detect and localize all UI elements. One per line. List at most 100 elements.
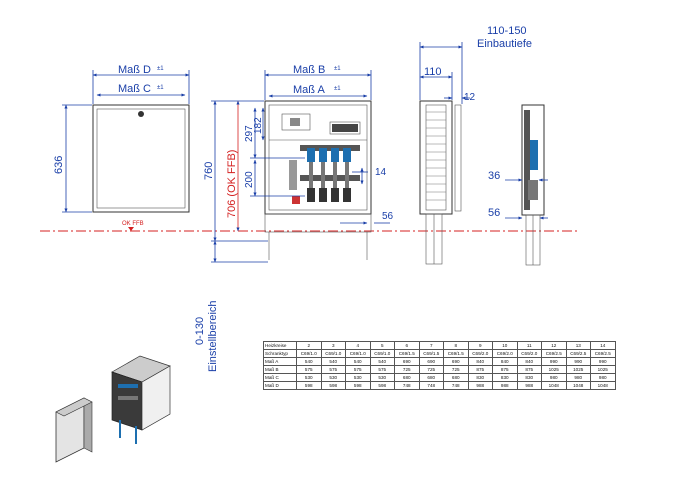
table-cell: 1048 <box>590 381 616 390</box>
ffb-height-label: 706 (OK FFB) <box>226 150 238 218</box>
section-dim-56-label: 56 <box>488 207 500 219</box>
table-cell: 530 <box>296 373 322 382</box>
table-cell: 598 <box>296 381 322 390</box>
dimension-table: Heizkreise 2 3 4 5 6 7 8 9 10 11 12 13 1… <box>263 341 616 390</box>
header-cell: 9 <box>467 341 493 350</box>
total-height-label: 760 <box>203 162 215 180</box>
table-cell: 1025 <box>590 365 616 374</box>
table-cell: C69/1.0 <box>345 349 371 358</box>
table-cell: 598 <box>369 381 395 390</box>
table-cell: C69/1.0 <box>369 349 395 358</box>
table-cell: 690 <box>394 357 420 366</box>
header-cell: 13 <box>565 341 591 350</box>
table-cell: C69/1.0 <box>320 349 346 358</box>
side-view <box>419 42 470 265</box>
table-cell: 575 <box>345 365 371 374</box>
table-cell: 875 <box>467 365 493 374</box>
table-cell: Maß C <box>263 373 297 382</box>
open-view <box>211 70 390 263</box>
table-cell: 690 <box>418 357 444 366</box>
dim-d-label: Maß D <box>118 64 151 76</box>
header-cell: 10 <box>492 341 518 350</box>
table-cell: C69/2.5 <box>541 349 567 358</box>
table-cell: 575 <box>320 365 346 374</box>
table-cell: C69/2.0 <box>467 349 493 358</box>
table-cell: C69/2.0 <box>516 349 542 358</box>
header-cell: 14 <box>590 341 616 350</box>
dim-d-tol: ±1 <box>157 66 164 72</box>
table-cell: 840 <box>516 357 542 366</box>
table-cell: 530 <box>320 373 346 382</box>
header-cell: 8 <box>443 341 469 350</box>
header-cell: 5 <box>369 341 395 350</box>
table-cell: C69/1.5 <box>418 349 444 358</box>
table-cell: 575 <box>369 365 395 374</box>
dim-110-label: 110 <box>424 66 442 78</box>
header-cell: 11 <box>516 341 542 350</box>
table-cell: 748 <box>394 381 420 390</box>
section-view <box>505 104 548 266</box>
table-cell: 980 <box>565 373 591 382</box>
adjust-range-word: Einstellbereich <box>207 300 219 372</box>
dim-12-label: 12 <box>464 92 476 103</box>
table-cell: C69/2.5 <box>590 349 616 358</box>
table-cell: 1048 <box>565 381 591 390</box>
header-cell: 3 <box>320 341 346 350</box>
dim-a-label: Maß A <box>293 84 325 96</box>
table-cell: 725 <box>418 365 444 374</box>
adjust-range-label: 0-130 <box>194 317 206 345</box>
table-cell: 830 <box>516 373 542 382</box>
table-cell: 988 <box>492 381 518 390</box>
table-cell: 1025 <box>565 365 591 374</box>
table-cell: 988 <box>467 381 493 390</box>
table-cell: C69/2.0 <box>492 349 518 358</box>
table-cell: Maß D <box>263 381 297 390</box>
table-cell: 990 <box>565 357 591 366</box>
table-cell: 875 <box>516 365 542 374</box>
table-cell: 980 <box>590 373 616 382</box>
depth-word-label: Einbautiefe <box>477 38 532 50</box>
dim-a-tol: ±1 <box>334 86 341 92</box>
table-cell: 748 <box>418 381 444 390</box>
dim-182-label: 182 <box>253 117 264 134</box>
section-dim-36-label: 36 <box>488 170 500 182</box>
dim-b-label: Maß B <box>293 64 325 76</box>
dim-56-label: 56 <box>382 211 394 222</box>
header-cell: 12 <box>541 341 567 350</box>
dim-c-tol: ±1 <box>157 85 164 91</box>
floor-marker-arrow <box>128 227 134 231</box>
table-cell: 680 <box>394 373 420 382</box>
dim-297-label: 297 <box>244 125 255 142</box>
table-cell: 1048 <box>541 381 567 390</box>
table-cell: 725 <box>394 365 420 374</box>
table-cell: C69/2.5 <box>565 349 591 358</box>
table-cell: 725 <box>443 365 469 374</box>
header-cell: 7 <box>418 341 444 350</box>
table-cell: 830 <box>467 373 493 382</box>
floor-marker-label: OK FFB <box>122 221 144 227</box>
table-cell: 980 <box>541 373 567 382</box>
header-cell: Heizkreise <box>263 341 297 350</box>
table-cell: 575 <box>296 365 322 374</box>
table-cell: 840 <box>467 357 493 366</box>
table-cell: 540 <box>369 357 395 366</box>
table-cell: C69/1.0 <box>296 349 322 358</box>
table-cell: 530 <box>369 373 395 382</box>
table-cell: 598 <box>345 381 371 390</box>
header-cell: 6 <box>394 341 420 350</box>
dim-b-tol: ±1 <box>334 66 341 72</box>
table-cell: 540 <box>345 357 371 366</box>
table-cell: 680 <box>443 373 469 382</box>
dim-c-label: Maß C <box>118 83 151 95</box>
table-cell: 830 <box>492 373 518 382</box>
header-cell: 2 <box>296 341 322 350</box>
table-cell: 598 <box>320 381 346 390</box>
height-636-label: 636 <box>53 156 65 174</box>
cabinet-3d-illustration <box>55 355 171 463</box>
